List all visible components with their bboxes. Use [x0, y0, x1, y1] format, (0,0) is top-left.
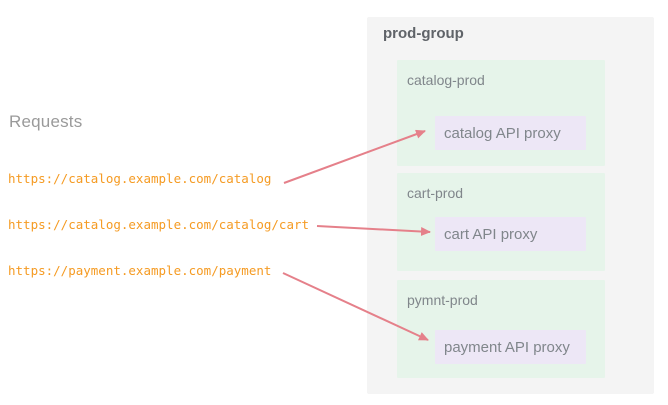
- environment-box-cart-prod: cart-prod cart API proxy: [397, 173, 605, 271]
- environment-label: catalog-prod: [407, 72, 485, 88]
- environment-group-box: prod-group catalog-prod catalog API prox…: [367, 17, 654, 394]
- api-proxy-box-cart: cart API proxy: [435, 217, 586, 251]
- environment-box-pymnt-prod: pymnt-prod payment API proxy: [397, 280, 605, 378]
- request-url-payment: https://payment.example.com/payment: [8, 263, 272, 278]
- environment-group-title: prod-group: [383, 25, 464, 42]
- environment-label: cart-prod: [407, 185, 464, 201]
- api-proxy-label: payment API proxy: [444, 338, 570, 356]
- environment-box-catalog-prod: catalog-prod catalog API proxy: [397, 60, 605, 166]
- api-proxy-label: cart API proxy: [444, 225, 538, 243]
- api-proxy-box-payment: payment API proxy: [435, 330, 586, 364]
- requests-title: Requests: [9, 112, 83, 131]
- api-proxy-box-catalog: catalog API proxy: [435, 116, 586, 150]
- request-url-catalog-cart: https://catalog.example.com/catalog/cart: [8, 217, 310, 232]
- api-proxy-label: catalog API proxy: [444, 124, 561, 142]
- request-url-catalog: https://catalog.example.com/catalog: [8, 171, 272, 186]
- environment-label: pymnt-prod: [407, 292, 478, 308]
